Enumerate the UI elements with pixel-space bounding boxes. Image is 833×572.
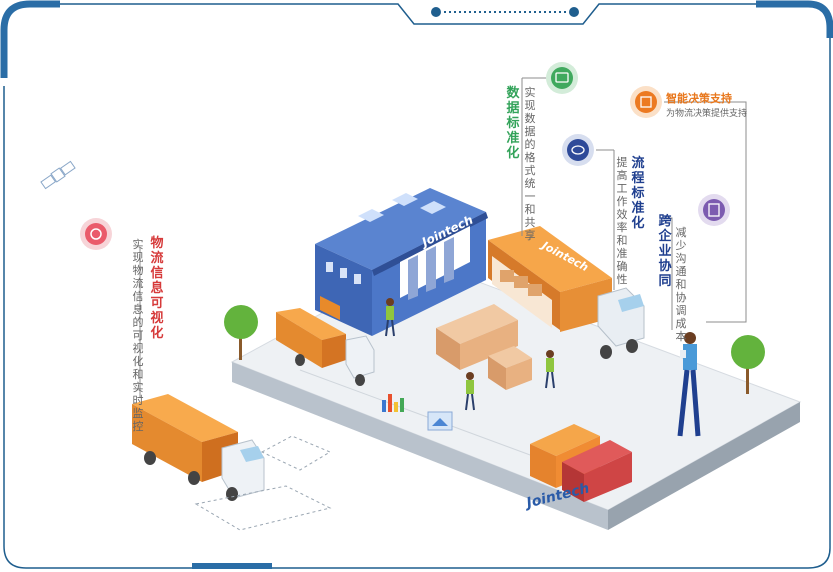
dashed-parking-outline xyxy=(194,435,332,531)
process-std-title: 流程标准化 xyxy=(631,156,645,231)
decision-desc: 为物流决策提供支持 xyxy=(666,109,748,119)
collab-desc: 减少沟通和协调成本 xyxy=(675,226,687,343)
visualization-desc: 实现物流信息的可视化和实时监控 xyxy=(132,238,144,433)
cargo-boxes xyxy=(436,304,532,390)
foreground-truck xyxy=(132,394,265,501)
workers xyxy=(385,298,701,437)
process-std-icon-badge xyxy=(562,134,594,166)
decision-title: 智能决策支持 xyxy=(666,92,732,105)
warehouse-building xyxy=(315,188,488,336)
visualization-icon-badge xyxy=(80,218,112,250)
collab-icon-badge xyxy=(698,194,730,226)
data-std-title: 数据标准化 xyxy=(506,86,520,161)
leader-lines xyxy=(139,77,747,398)
satellite-icon xyxy=(40,160,76,190)
shipping-containers xyxy=(530,424,632,502)
data-std-icon-badge xyxy=(546,62,578,94)
unloading-truck xyxy=(488,226,645,359)
data-std-desc: 实现数据的格式统一和共享 xyxy=(524,86,536,242)
decision-icon-badge xyxy=(630,86,662,118)
bar-chart-icon xyxy=(382,394,404,412)
image-card-icon xyxy=(427,411,453,431)
small-truck xyxy=(276,308,375,386)
process-std-desc: 提高工作效率和准确性 xyxy=(616,156,628,286)
top-connector-ornament xyxy=(431,7,579,17)
tree-right xyxy=(731,335,765,394)
visualization-title: 物流信息可视化 xyxy=(150,236,164,341)
collab-title: 跨企业协同 xyxy=(658,214,672,289)
tree-left xyxy=(224,305,258,360)
